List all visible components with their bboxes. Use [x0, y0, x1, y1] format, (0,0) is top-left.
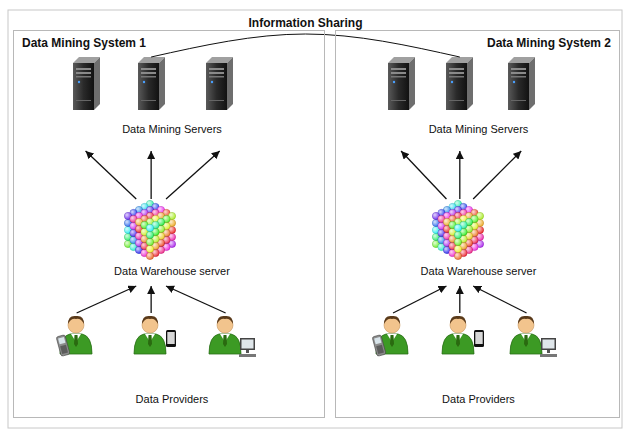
phone-icon [474, 330, 484, 347]
phone-icon [166, 330, 176, 347]
layer-label: Data Providers [136, 392, 209, 406]
person-icon [442, 316, 474, 354]
layer-label: Data Providers [442, 392, 515, 406]
server-icon [206, 57, 233, 110]
phone-icon [56, 335, 70, 357]
server-icon [446, 57, 473, 110]
server-icon [388, 57, 415, 110]
server-icon [73, 57, 100, 110]
ellipse-outline [346, 98, 611, 150]
system-box: Data Mining System 1 Data Mining ServersD… [13, 30, 325, 418]
flow-arrow [393, 286, 446, 313]
system-heading: Data Mining System 2 [487, 36, 611, 50]
ellipse-outline [346, 228, 611, 285]
layer-label: Data Mining Servers [122, 122, 222, 136]
ellipse-outline [24, 228, 320, 285]
layer-label: Data Warehouse server [114, 264, 230, 278]
flow-arrow [166, 286, 226, 313]
sharing-arc [151, 34, 460, 57]
server-icon [508, 57, 535, 110]
flow-arrow [150, 286, 151, 313]
data-cube [432, 200, 483, 259]
flow-arrow [473, 286, 526, 313]
server-icon [138, 57, 165, 110]
ellipse-outline [24, 98, 320, 150]
flow-arrow [150, 151, 151, 199]
computer-icon [239, 338, 256, 357]
phone-icon [372, 335, 386, 357]
layer-ellipse: Data Warehouse server [345, 199, 612, 286]
person-icon [134, 316, 166, 354]
layer-ellipse: Data Warehouse server [23, 199, 321, 286]
person-icon [510, 316, 542, 354]
layer-ellipse: Data Mining Servers [345, 57, 612, 151]
layer-ellipse: Data Mining Servers [23, 57, 321, 151]
system-box: Data Mining System 2 Data Mining ServersD… [335, 30, 620, 418]
computer-icon [540, 338, 557, 357]
flow-arrow [459, 151, 460, 199]
ellipse-outline [346, 348, 611, 412]
edge-label: Information Sharing [245, 17, 365, 30]
person-icon [209, 316, 241, 354]
page-frame [8, 10, 622, 428]
flow-arrow [473, 151, 521, 199]
flow-arrow [401, 151, 446, 199]
flow-arrow [77, 286, 137, 313]
ellipse-outline [23, 57, 321, 151]
data-cube [124, 200, 175, 259]
system-heading: Data Mining System 1 [22, 36, 146, 50]
layer-ellipse: Data Providers [23, 313, 321, 413]
ellipse-outline [24, 348, 320, 412]
layer-label: Data Warehouse server [421, 264, 537, 278]
layer-ellipse: Data Providers [345, 313, 612, 413]
flow-arrow [459, 286, 460, 313]
layer-label: Data Mining Servers [429, 122, 529, 136]
ellipse-outline [345, 57, 612, 151]
flow-arrow [86, 151, 137, 199]
flow-arrow [166, 151, 220, 199]
